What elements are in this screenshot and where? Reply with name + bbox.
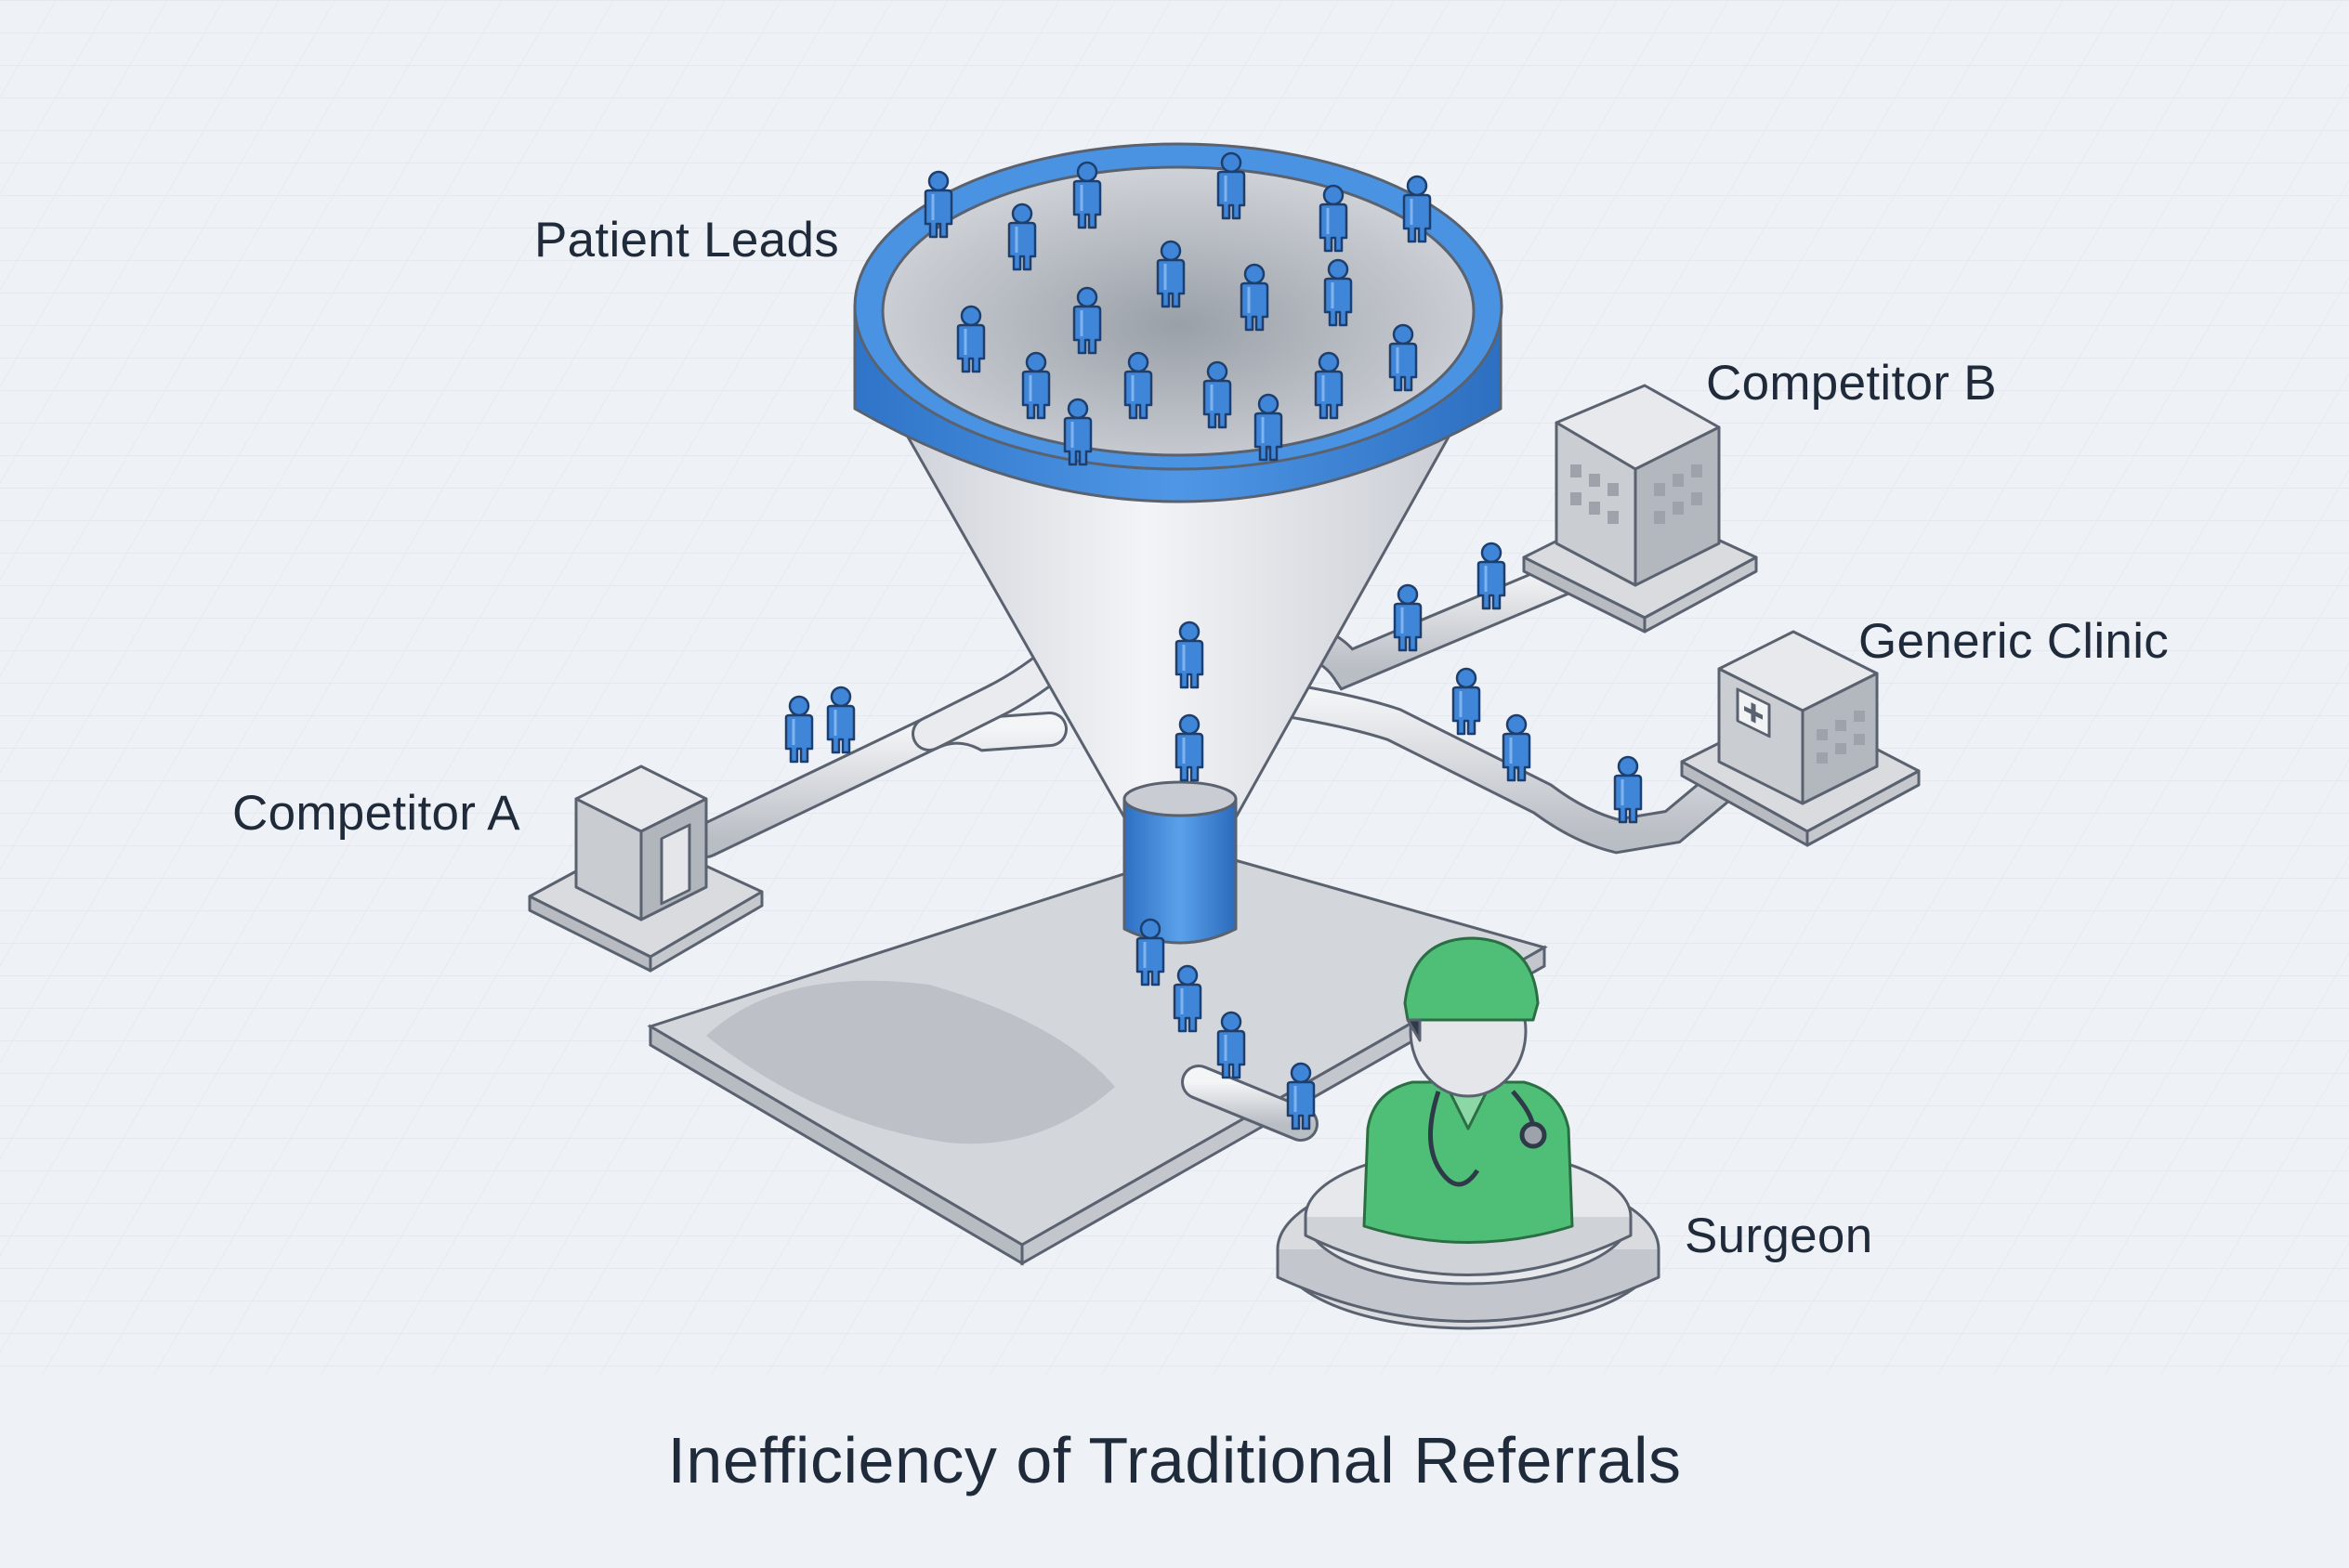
medical-cross-icon — [1736, 687, 1771, 738]
competitor-b-building — [1522, 384, 1758, 634]
competitor-a-building — [528, 764, 764, 973]
competitor-a-label: Competitor A — [232, 786, 520, 841]
stethoscope-icon — [1428, 1090, 1547, 1187]
competitor-b-label: Competitor B — [1706, 356, 1997, 411]
patient-leads-label: Patient Leads — [534, 213, 840, 268]
generic-clinic-building — [1680, 630, 1921, 847]
diagram-title: Inefficiency of Traditional Referrals — [667, 1424, 1682, 1496]
generic-clinic-label: Generic Clinic — [1858, 614, 2170, 669]
surgeon-label: Surgeon — [1685, 1209, 1873, 1263]
surgeon-icon — [1276, 936, 1660, 1330]
